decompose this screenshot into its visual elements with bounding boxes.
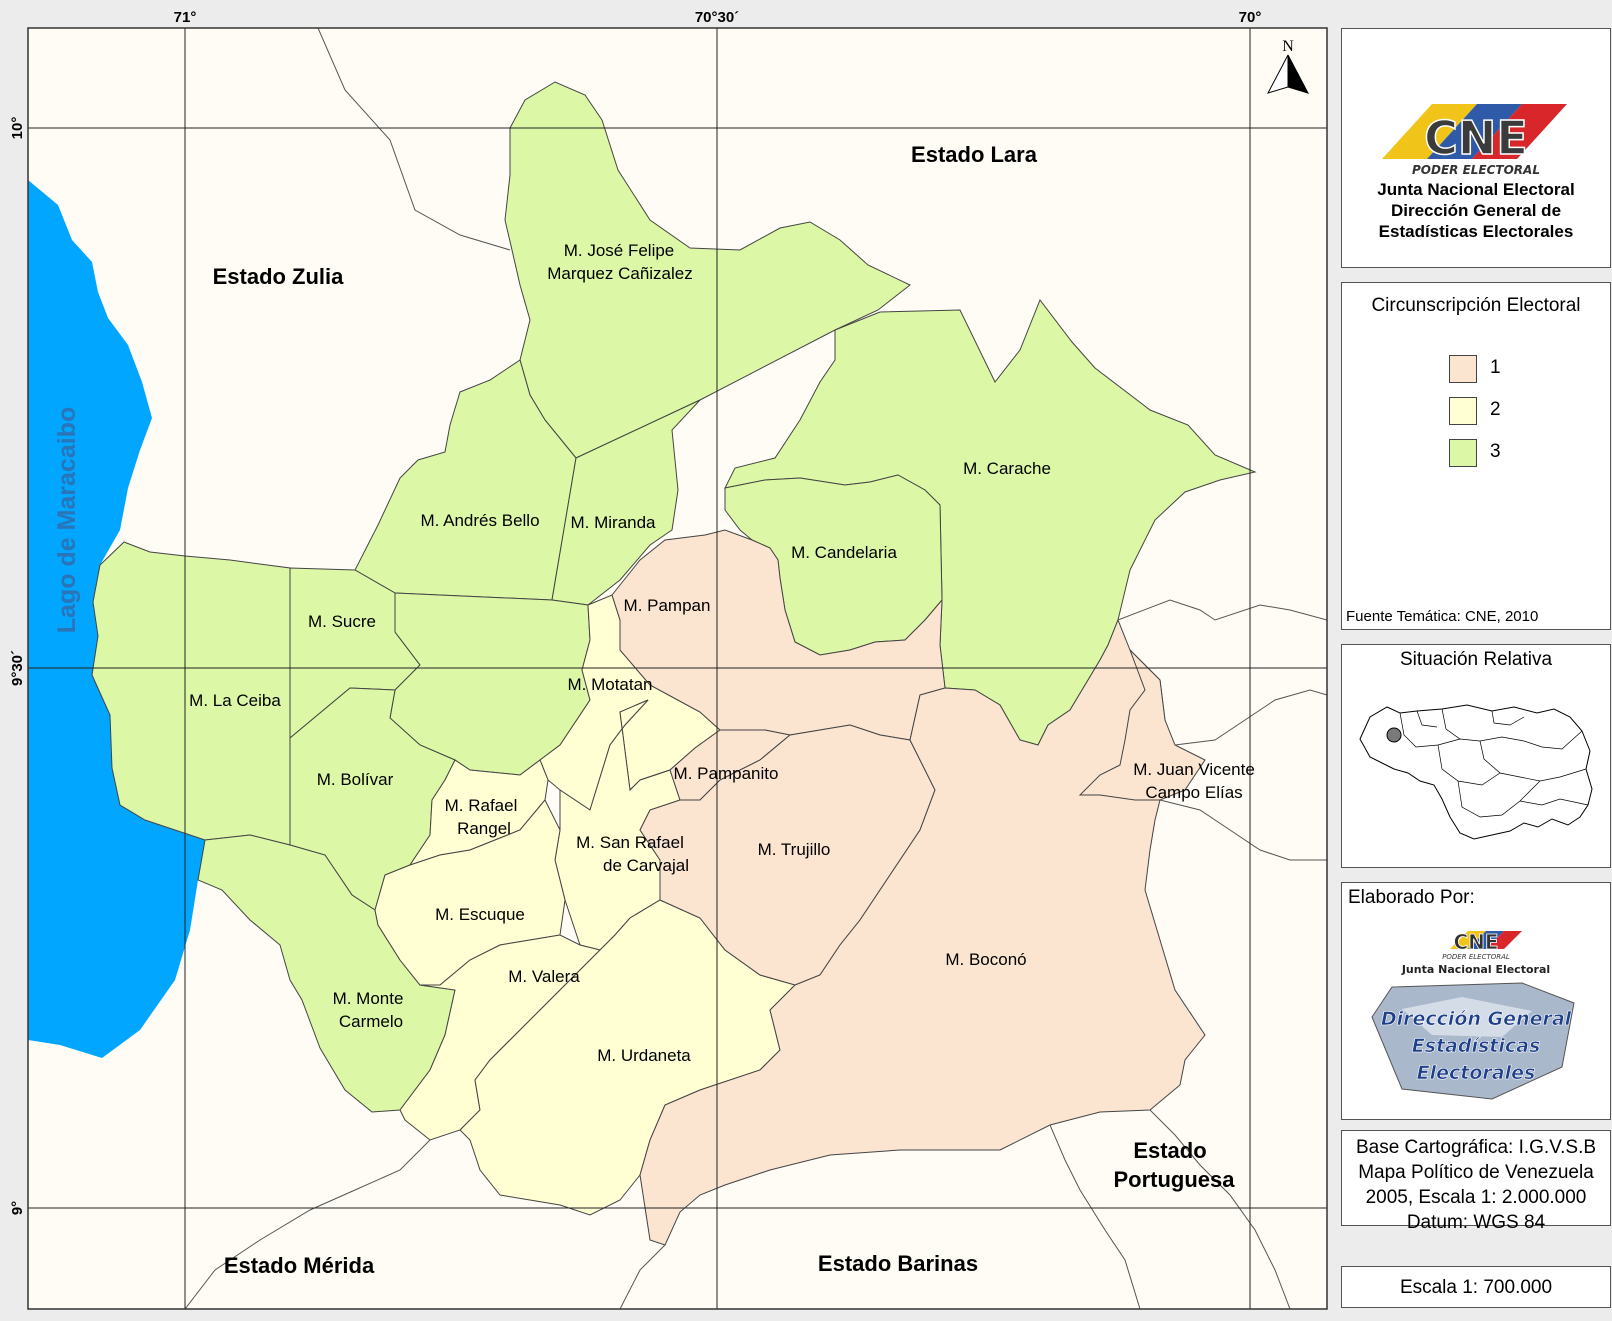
lat-label-10: 10° xyxy=(9,117,26,140)
header-line-1: Junta Nacional Electoral xyxy=(1377,180,1575,199)
legend-panel: Circunscripción Electoral 1 2 3 Fuente T… xyxy=(1341,282,1611,630)
map-frame xyxy=(27,27,1328,1310)
mun-label-san-rafael-1: M. San Rafael xyxy=(576,833,684,852)
mun-label-trujillo: M. Trujillo xyxy=(758,840,831,859)
dgee-logo-junta: Junta Nacional Electoral xyxy=(1401,963,1550,976)
mun-label-san-rafael-2: de Carvajal xyxy=(603,856,689,875)
svg-text:N: N xyxy=(1282,38,1294,55)
legend-source: Fuente Temática: CNE, 2010 xyxy=(1346,608,1539,625)
region-la-ceiba xyxy=(91,541,291,846)
dgee-logo-line-2: Estadísticas xyxy=(1412,1035,1541,1057)
scale-panel: Escala 1: 700.000 xyxy=(1341,1266,1611,1308)
cne-logo: CNE PODER ELECTORAL xyxy=(1382,104,1567,177)
legend-label-3: 3 xyxy=(1490,441,1501,462)
inset-title: Situación Relativa xyxy=(1399,649,1553,670)
state-label-merida: Estado Mérida xyxy=(224,1253,375,1278)
credits-panel: Elaborado Por: CNE PODER ELECTORAL Junta… xyxy=(1341,882,1611,1120)
cartography-line-4: Datum: WGS 84 xyxy=(1406,1212,1546,1233)
dgee-logo-sub: PODER ELECTORAL xyxy=(1442,953,1510,961)
mun-label-jose-felipe-2: Marquez Cañizalez xyxy=(547,264,693,283)
cartography-line-1: Base Cartográfica: I.G.V.S.B xyxy=(1355,1137,1597,1158)
inset-panel: Situación Relativa xyxy=(1341,644,1611,868)
mun-label-jose-felipe-1: M. José Felipe xyxy=(564,241,675,260)
state-label-portuguesa-2: Portuguesa xyxy=(1113,1167,1235,1192)
mun-label-la-ceiba: M. La Ceiba xyxy=(189,691,281,710)
header-line-2: Dirección General de xyxy=(1390,201,1562,220)
mun-label-rafael-rangel-1: M. Rafael xyxy=(445,796,518,815)
mun-label-rafael-rangel-2: Rangel xyxy=(457,819,511,838)
lat-label-9: 9° xyxy=(9,1201,26,1215)
credits-title: Elaborado Por: xyxy=(1348,887,1475,908)
dgee-logo: CNE PODER ELECTORAL Junta Nacional Elect… xyxy=(1371,930,1575,1100)
lon-label-71: 71° xyxy=(174,9,197,26)
state-label-portuguesa-1: Estado xyxy=(1133,1138,1206,1163)
lat-label-9-30: 9°30´ xyxy=(9,650,26,686)
header-text: Junta Nacional Electoral Dirección Gener… xyxy=(1342,179,1610,242)
mun-label-escuque: M. Escuque xyxy=(435,905,525,924)
legend-swatch-2 xyxy=(1449,397,1477,425)
state-boundaries xyxy=(184,28,1327,1309)
cartography-panel: Base Cartográfica: I.G.V.S.B Mapa Políti… xyxy=(1341,1130,1611,1233)
cartography-line-3: 2005, Escala 1: 2.000.000 xyxy=(1365,1187,1587,1208)
legend-swatch-1 xyxy=(1449,355,1477,383)
state-label-barinas: Estado Barinas xyxy=(818,1251,978,1276)
lake-label: Lago de Maracaibo xyxy=(53,407,81,633)
mun-label-pampan: M. Pampan xyxy=(624,596,711,615)
state-label-lara: Estado Lara xyxy=(911,142,1038,167)
mun-label-andres-bello: M. Andrés Bello xyxy=(420,511,539,530)
mun-label-miranda: M. Miranda xyxy=(570,513,656,532)
mun-label-bolivar: M. Bolívar xyxy=(317,770,394,789)
mun-label-juan-vicente-1: M. Juan Vicente xyxy=(1133,760,1255,779)
scale-text: Escala 1: 700.000 xyxy=(1399,1277,1553,1298)
mun-label-monte-carmelo-2: Carmelo xyxy=(339,1012,403,1031)
cartography-line-2: Mapa Político de Venezuela xyxy=(1358,1162,1594,1183)
dgee-logo-line-3: Electorales xyxy=(1417,1062,1536,1084)
mun-label-candelaria: M. Candelaria xyxy=(791,543,897,562)
mun-label-pampanito: M. Pampanito xyxy=(674,764,779,783)
lon-label-70: 70° xyxy=(1239,9,1262,26)
mun-label-juan-vicente-2: Campo Elías xyxy=(1145,783,1242,802)
lake-maracaibo xyxy=(28,180,205,1058)
cne-logo-sub: PODER ELECTORAL xyxy=(1412,163,1540,177)
region-bocono xyxy=(639,618,1206,1246)
north-arrow-icon: N xyxy=(1267,38,1309,94)
mun-label-motatan: M. Motatan xyxy=(567,675,652,694)
venezuela-inset-map xyxy=(1359,704,1593,840)
dgee-logo-line-1: Dirección General xyxy=(1381,1008,1572,1030)
legend-swatch-3 xyxy=(1449,439,1477,467)
dgee-logo-cne: CNE xyxy=(1453,930,1498,954)
mun-label-valera: M. Valera xyxy=(508,967,580,986)
mun-label-carache: M. Carache xyxy=(963,459,1051,478)
mun-label-urdaneta: M. Urdaneta xyxy=(597,1046,691,1065)
region-juan-vicente xyxy=(1078,649,1206,801)
legend-label-2: 2 xyxy=(1490,399,1501,420)
mun-label-sucre: M. Sucre xyxy=(308,612,376,631)
mun-label-monte-carmelo-1: M. Monte xyxy=(333,989,404,1008)
lon-label-70-30: 70°30´ xyxy=(695,9,739,26)
legend-label-1: 1 xyxy=(1490,357,1501,378)
state-label-zulia: Estado Zulia xyxy=(213,264,345,289)
mun-label-bocono: M. Boconó xyxy=(945,950,1026,969)
region-jose-felipe xyxy=(504,81,911,459)
header-panel: CNE PODER ELECTORAL Junta Nacional Elect… xyxy=(1341,28,1611,268)
header-line-3: Estadísticas Electorales xyxy=(1378,222,1574,241)
legend-title: Circunscripción Electoral xyxy=(1371,295,1581,316)
cne-logo-text: CNE xyxy=(1424,111,1528,165)
trujillo-locator xyxy=(1386,727,1402,743)
